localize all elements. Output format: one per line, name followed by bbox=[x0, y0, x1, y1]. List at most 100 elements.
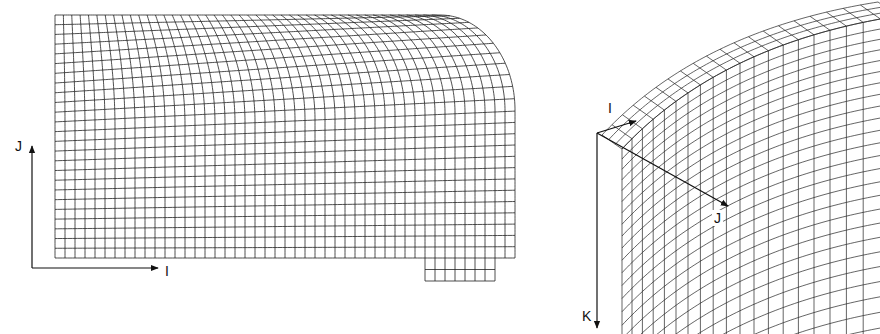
surface-line bbox=[622, 166, 880, 299]
surface-line bbox=[794, 21, 814, 35]
surface-line bbox=[622, 309, 880, 334]
mesh-line bbox=[55, 53, 500, 83]
mesh-line bbox=[239, 15, 275, 258]
surface-line bbox=[633, 105, 653, 119]
mesh-line bbox=[356, 15, 415, 258]
surface-line bbox=[612, 125, 632, 139]
axis-arrow bbox=[597, 133, 728, 206]
surface-line bbox=[676, 101, 677, 334]
axes bbox=[32, 121, 728, 328]
surface-line bbox=[726, 70, 727, 334]
mesh-line bbox=[264, 15, 305, 258]
surface-line bbox=[622, 279, 880, 334]
surface-line bbox=[622, 179, 880, 312]
axis-arrow bbox=[32, 267, 158, 268]
axis-label: I bbox=[606, 100, 614, 116]
surface-line bbox=[609, 7, 880, 140]
mesh-line bbox=[55, 15, 440, 16]
surface-line bbox=[810, 16, 830, 30]
surface-line bbox=[700, 85, 701, 334]
surface-line bbox=[632, 139, 633, 334]
surface-line bbox=[656, 87, 676, 101]
mesh-line bbox=[147, 15, 165, 258]
mesh-line bbox=[55, 235, 515, 238]
surface-line bbox=[622, 206, 880, 334]
mesh-line bbox=[55, 202, 515, 210]
mesh-line bbox=[373, 15, 435, 258]
mesh-line bbox=[80, 15, 85, 258]
surface-line bbox=[860, 5, 880, 19]
surface-line bbox=[622, 91, 880, 224]
surface-line bbox=[622, 26, 880, 159]
surface-line bbox=[748, 37, 768, 51]
mesh-line bbox=[105, 15, 115, 258]
mesh-line bbox=[55, 213, 515, 219]
surface-line bbox=[846, 26, 847, 334]
planar-mesh bbox=[55, 15, 515, 281]
surface-line bbox=[622, 16, 880, 149]
mesh-line bbox=[197, 15, 225, 258]
surface-line bbox=[863, 22, 864, 334]
mesh-line bbox=[273, 15, 315, 258]
mesh-line bbox=[256, 15, 295, 258]
mesh-line bbox=[298, 15, 345, 258]
surface-line bbox=[622, 294, 880, 334]
surface-line bbox=[688, 93, 689, 334]
mesh-line bbox=[55, 111, 515, 132]
mesh-line bbox=[314, 15, 365, 258]
mesh-line bbox=[425, 281, 495, 282]
mesh-line bbox=[55, 190, 515, 199]
surface-line bbox=[644, 96, 664, 110]
axis-label: K bbox=[580, 308, 593, 324]
mesh-line bbox=[289, 15, 335, 258]
surface-line bbox=[622, 58, 880, 191]
mesh-line bbox=[425, 269, 495, 270]
mesh-line bbox=[55, 134, 515, 151]
mesh-line bbox=[189, 15, 215, 258]
surface-line bbox=[740, 63, 741, 334]
mesh-line bbox=[306, 15, 355, 258]
mesh-line bbox=[55, 99, 514, 122]
mesh-line bbox=[206, 15, 235, 258]
surface-line bbox=[622, 264, 880, 334]
surface-line bbox=[615, 11, 880, 144]
surface-line bbox=[798, 40, 799, 334]
surface-line bbox=[668, 79, 688, 93]
surface-line bbox=[622, 80, 880, 213]
mesh-line bbox=[130, 15, 145, 258]
surface-line bbox=[622, 325, 880, 334]
surface-line bbox=[843, 8, 863, 22]
surface-line bbox=[622, 149, 623, 334]
surface-line bbox=[653, 119, 654, 334]
surface-line bbox=[622, 16, 880, 149]
mesh-line bbox=[340, 15, 395, 258]
mesh-line bbox=[122, 15, 135, 258]
mesh-line bbox=[55, 18, 460, 34]
axis-label: I bbox=[163, 263, 171, 279]
mesh-line bbox=[55, 122, 515, 141]
surface-line bbox=[622, 127, 880, 260]
mesh-line bbox=[55, 16, 450, 25]
axis-label: J bbox=[13, 138, 24, 154]
mesh-line bbox=[55, 86, 513, 112]
mesh-line bbox=[63, 15, 65, 258]
surface-line bbox=[622, 249, 880, 334]
surface-line bbox=[830, 30, 831, 334]
axis-arrow bbox=[597, 121, 636, 133]
mesh-line bbox=[248, 15, 286, 258]
surface-line bbox=[783, 45, 784, 334]
mesh-line bbox=[72, 15, 75, 258]
mesh-line bbox=[55, 258, 515, 259]
mesh-line bbox=[114, 15, 125, 258]
mesh-line bbox=[281, 15, 325, 258]
surface-line bbox=[778, 26, 798, 40]
mesh-line bbox=[55, 43, 493, 73]
surface-line bbox=[680, 71, 700, 85]
surface-line bbox=[622, 220, 880, 334]
mesh-line bbox=[55, 179, 515, 190]
surface-line bbox=[763, 31, 783, 45]
axis-arrow bbox=[31, 146, 32, 268]
